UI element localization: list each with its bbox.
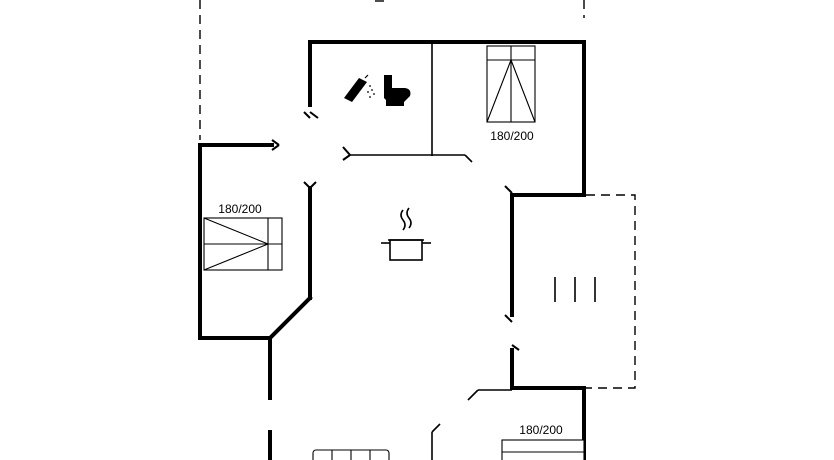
- bed-top: [486, 45, 536, 123]
- terrace-door-right: [554, 277, 596, 302]
- exterior-walls: [198, 40, 586, 460]
- door-openings: [271, 111, 520, 351]
- toilet-icon: [384, 75, 411, 106]
- terrace-right-outline: [586, 194, 636, 389]
- sofa-icon: [312, 449, 390, 460]
- terrace-top-outline: [199, 0, 585, 140]
- bed-left: [203, 217, 283, 271]
- bed-bottom-size-label: 180/200: [519, 423, 563, 437]
- shower-icon: [344, 74, 375, 102]
- bed-bottom: [501, 439, 585, 460]
- bed-top-size-label: 180/200: [490, 129, 534, 143]
- cooking-pot-icon: [381, 207, 431, 261]
- bed-left-size-label: 180/200: [218, 202, 262, 216]
- interior-walls: [350, 42, 512, 460]
